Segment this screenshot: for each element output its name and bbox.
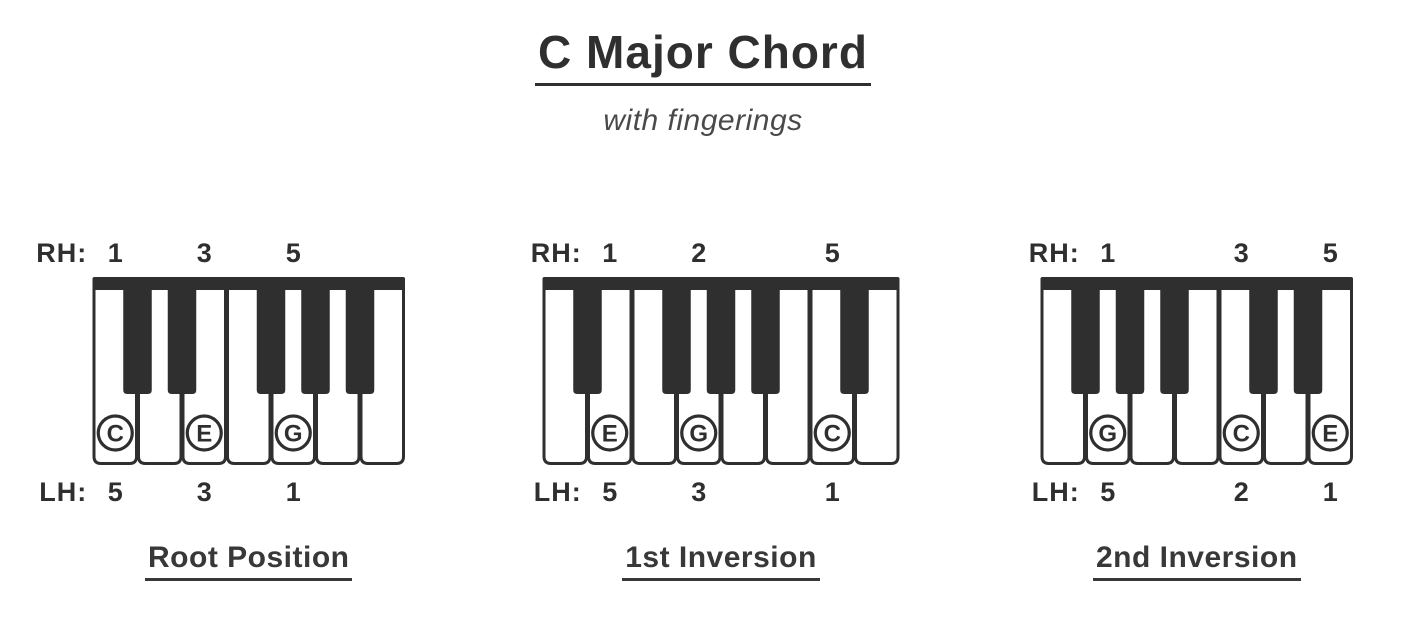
caption-row: 2nd Inversion [1041,541,1353,581]
lh-finger-row: LH: 5 3 1 [483,478,919,506]
lh-finger-number: 3 [691,477,707,507]
rh-finger-number: 1 [1100,238,1116,268]
rh-finger-number: 5 [285,238,301,268]
note-circle-E [591,414,629,452]
rh-finger-number: 5 [824,238,840,268]
lh-finger-number: 3 [196,477,212,507]
rh-finger-number: 1 [107,238,123,268]
lh-finger-number: 2 [1233,477,1249,507]
lh-finger-number: 5 [602,477,618,507]
black-key [167,288,197,394]
black-key [706,288,736,394]
note-circle-E [185,414,223,452]
note-circle-G [1089,414,1127,452]
rh-finger-row: RH: 1 2 5 [483,239,919,267]
keyboard-top-rail [92,277,405,290]
lh-label: LH: [1031,477,1080,507]
rh-finger-number: 3 [1233,238,1249,268]
lh-finger-number: 1 [824,477,840,507]
lh-label: LH: [39,477,88,507]
black-key [840,288,869,394]
black-key [1249,288,1278,394]
black-key [123,288,152,394]
note-letter: E [196,421,212,448]
black-key [1160,288,1189,394]
header: C Major Chord with fingerings [0,0,1406,138]
rh-finger-number: 2 [691,238,707,268]
note-letter: C [824,421,841,448]
note-letter: G [689,421,708,448]
diagram-caption: Root Position [145,541,353,581]
caption-row: 1st Inversion [543,541,899,581]
note-letter: C [1233,421,1250,448]
note-circle-C [813,414,851,452]
lh-finger-row: LH: 5 2 1 [981,478,1373,506]
black-key [301,288,330,394]
keyboard-top-rail [1040,277,1353,290]
note-circle-C [1222,414,1260,452]
note-letter: E [1322,421,1338,448]
note-letter: E [602,421,618,448]
lh-label: LH: [533,477,582,507]
note-circle-G [274,414,312,452]
black-key [345,288,375,394]
black-key [256,288,286,394]
rh-label: RH: [530,238,582,268]
keyboard-top-rail [542,277,900,290]
rh-finger-number: 5 [1322,238,1338,268]
black-key [1071,288,1100,394]
black-key [573,288,602,394]
lh-finger-row: LH: 5 3 1 [33,478,425,506]
lh-finger-number: 1 [1322,477,1338,507]
rh-finger-number: 3 [196,238,212,268]
diagram-caption: 1st Inversion [622,541,820,581]
lh-finger-number: 1 [285,477,301,507]
rh-finger-number: 1 [602,238,618,268]
note-circle-E [1311,414,1349,452]
lh-finger-number: 5 [107,477,123,507]
note-circle-G [680,414,718,452]
black-key [1293,288,1323,394]
page-title: C Major Chord [535,26,871,86]
rh-label: RH: [36,238,88,268]
note-letter: G [1098,421,1117,448]
caption-row: Root Position [93,541,405,581]
lh-finger-number: 5 [1100,477,1116,507]
black-key [662,288,691,394]
note-letter: C [107,421,124,448]
note-circle-C [96,414,134,452]
diagram-caption: 2nd Inversion [1092,541,1301,581]
note-letter: G [284,421,303,448]
rh-finger-row: RH: 1 3 5 [981,239,1373,267]
page-subtitle: with fingerings [603,103,803,137]
rh-label: RH: [1028,238,1080,268]
black-key [751,288,780,394]
black-key [1115,288,1145,394]
rh-finger-row: RH: 1 3 5 [33,239,425,267]
